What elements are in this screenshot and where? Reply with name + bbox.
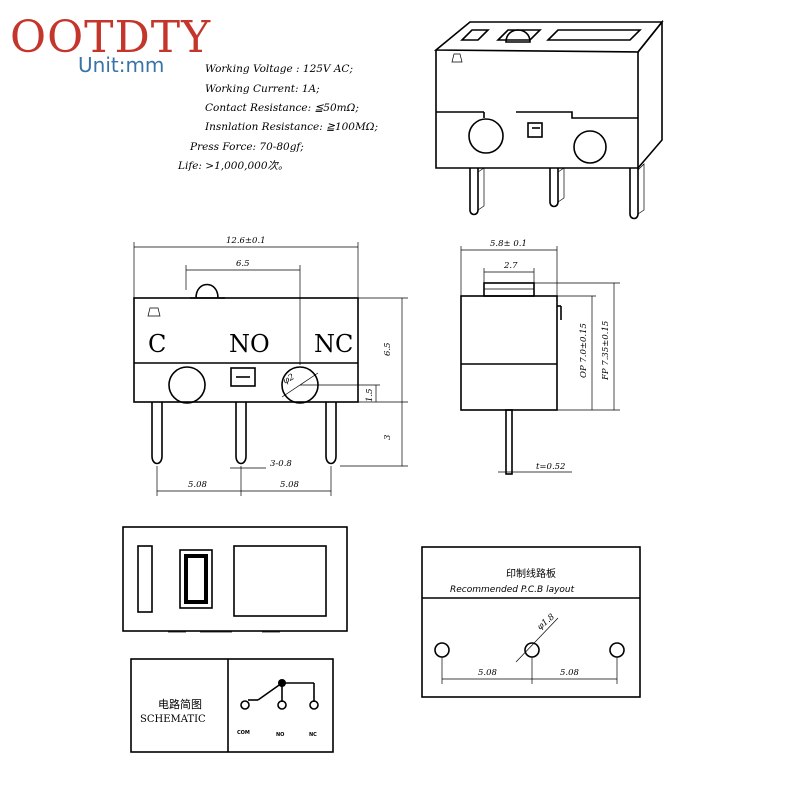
schematic-title-cn: 电路简图 [158,697,202,711]
schematic-label-nc: NC [309,732,317,738]
pcb-pitch-left: 5.08 [478,668,498,678]
dim-hole-offset: 1.5 [365,388,375,402]
spec-current: Working Current: 1A; [205,83,320,95]
dim-button-offset: 6.5 [236,259,250,269]
dim-fp: FP 7.35±0.15 [601,321,611,381]
spec-insulation-resistance: Insnlation Resistance: ≧100MΩ; [204,121,378,133]
dim-width-side: 5.8± 0.1 [490,239,527,249]
pcb-layout: 印制线路板 Recommended P.C.B layout φ1.8 5.08… [421,546,641,698]
dim-pin-thickness: 3-0.8 [270,459,292,469]
dim-op: OP 7.0±0.15 [579,323,589,378]
schematic-label-no: NO [276,732,284,738]
schematic-title-en: SCHEMATIC [140,714,206,725]
schematic-label-com: COM [237,730,250,736]
spec-list: Working Voltage : 125V AC; Working Curre… [177,63,378,172]
front-view: C NO NC 12.6±0.1 6.5 6.5 1.5 3 φ2 3-0.8 [133,236,408,496]
dim-button-side: 2.7 [503,261,518,271]
top-view [122,526,348,633]
dim-pitch-left-front: 5.08 [188,480,208,490]
pcb-title-cn: 印制线路板 [506,567,556,580]
dim-height-front: 6.5 [383,342,393,356]
dim-pitch-right-front: 5.08 [280,480,300,490]
pcb-pitch-right: 5.08 [560,668,580,678]
pin-label-c: C [148,330,166,358]
spec-contact-resistance: Contact Resistance: ≦50mΩ; [205,102,359,114]
side-view: 5.8± 0.1 2.7 OP 7.0±0.15 FP 7.35±0.15 t=… [460,239,620,475]
pcb-title-en: Recommended P.C.B layout [450,585,575,595]
schematic-box: 电路简图 SCHEMATIC COM NO NC [130,658,334,753]
dim-hole-front: φ2 [282,372,297,386]
brand-logo: OOTDTY [10,12,211,63]
pcb-hole-dim: φ1.8 [536,612,558,633]
pin-label-nc: NC [314,330,353,358]
unit-label: Unit:mm [78,53,164,77]
dim-thickness: t=0.52 [536,462,565,472]
dim-pin-length: 3 [383,435,393,440]
dim-width-front: 12.6±0.1 [226,236,266,246]
pin-label-no: NO [229,330,270,358]
spec-voltage: Working Voltage : 125V AC; [205,63,353,75]
spec-life: Life: >1,000,000次。 [177,160,289,172]
isometric-view [433,19,664,220]
spec-press-force: Press Force: 70-80gf; [189,141,304,153]
